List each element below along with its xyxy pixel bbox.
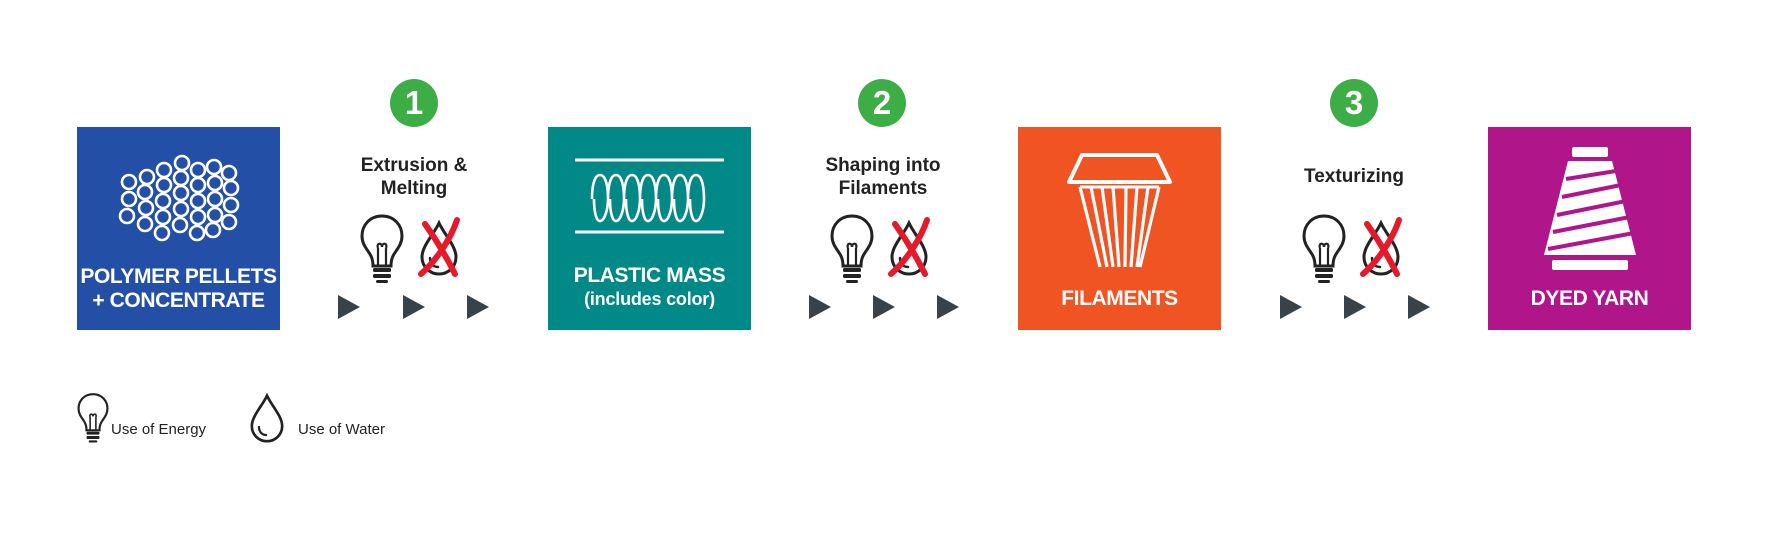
box-polymer-bg xyxy=(77,127,280,330)
box-yarn-label: DYED YARN xyxy=(1530,287,1649,310)
pellets-icon xyxy=(77,127,280,330)
water-drop-crossed-icon xyxy=(418,217,460,277)
yarn-cone-icon xyxy=(1488,127,1691,330)
step-label-2: Shaping into Filaments xyxy=(783,154,983,200)
spinneret-icon xyxy=(1018,127,1221,330)
arrow-icon xyxy=(872,294,896,320)
arrow-icon xyxy=(1407,294,1431,320)
step-badge-1: 1 xyxy=(390,79,438,127)
step2-line2: Filaments xyxy=(838,178,928,199)
step2-line1: Shaping into xyxy=(825,155,941,176)
step-label-3: Texturizing xyxy=(1304,166,1404,187)
lightbulb-icon xyxy=(1301,213,1347,285)
legend-water-drop-icon xyxy=(250,394,284,443)
step-badge-2: 2 xyxy=(858,79,906,127)
box-plastic-mass: PLASTIC MASS (includes color) xyxy=(548,127,751,330)
step-badge-3: 3 xyxy=(1330,79,1378,127)
box-polymer-label: POLYMER PELLETS + CONCENTRATE xyxy=(77,265,280,313)
box-polymer-line2: + CONCENTRATE xyxy=(92,289,265,312)
step1-line1: Extrusion & xyxy=(360,155,468,176)
arrow-icon xyxy=(1279,294,1303,320)
arrow-icon xyxy=(1343,294,1367,320)
box-dyed-yarn: DYED YARN xyxy=(1488,127,1691,330)
step1-line2: Melting xyxy=(380,178,448,199)
coil-icon xyxy=(548,127,751,330)
arrow-icon xyxy=(466,294,490,320)
box-plastic-line2: (includes color) xyxy=(584,289,715,309)
box-filaments-label: FILAMENTS xyxy=(1061,287,1178,310)
arrow-icon xyxy=(337,294,361,320)
arrow-icon xyxy=(808,294,832,320)
box-filaments: FILAMENTS xyxy=(1018,127,1221,330)
box-polymer-pellets: POLYMER PELLETS + CONCENTRATE xyxy=(77,127,280,330)
arrow-icon xyxy=(402,294,426,320)
water-drop-crossed-icon xyxy=(888,217,930,277)
legend-water-label: Use of Water xyxy=(298,421,385,438)
step-label-1: Extrusion & Melting xyxy=(314,154,514,200)
box-filaments-bg xyxy=(1018,127,1221,330)
arrow-icon xyxy=(936,294,960,320)
legend-lightbulb-icon xyxy=(77,393,109,444)
box-plastic-label: PLASTIC MASS (includes color) xyxy=(548,264,751,310)
water-drop-crossed-icon xyxy=(1360,217,1402,277)
lightbulb-icon xyxy=(829,213,875,285)
box-plastic-line1: PLASTIC MASS xyxy=(573,264,726,287)
lightbulb-icon xyxy=(359,213,405,285)
box-polymer-line1: POLYMER PELLETS xyxy=(80,265,277,288)
legend-energy-label: Use of Energy xyxy=(111,421,207,438)
